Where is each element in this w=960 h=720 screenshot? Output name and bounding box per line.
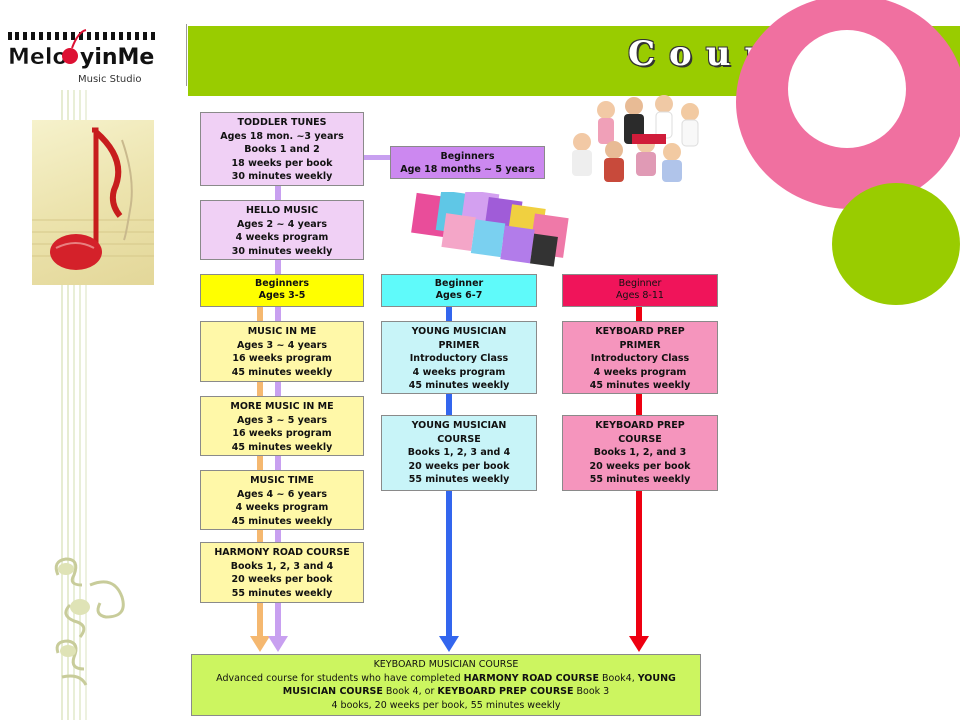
beginners-18m-box: Beginners Age 18 months ~ 5 years [390, 146, 545, 179]
keyboard-primer-line-1: KEYBOARD PREP [595, 326, 685, 337]
keyboard-course-line-3: Books 1, 2, and 3 [593, 447, 687, 458]
swirl-decoration [50, 545, 140, 695]
keyboard-primer-line-4: 4 weeks program [593, 366, 687, 378]
toddler-line-3: Books 1 and 2 [244, 144, 320, 155]
harmony-line-4: 55 minutes weekly [231, 587, 333, 599]
music-time-line-3: 4 weeks program [235, 502, 329, 513]
hello-line-3: 4 weeks program [235, 232, 329, 243]
white-circle-decoration [788, 30, 906, 148]
more-music-line-2: Ages 3 ~ 5 years [236, 414, 328, 426]
keyboard-prep-course-box: KEYBOARD PREP COURSE Books 1, 2, and 3 2… [562, 415, 718, 491]
beginner-8-11-line-2: Ages 8-11 [616, 290, 664, 301]
keyboard-musician-line-3: 4 books, 20 weeks per book, 55 minutes w… [331, 699, 561, 711]
beginners-3-5-line-1: Beginners [254, 278, 310, 289]
keyboard-musician-line-2: MUSICIAN COURSE Book 4, or KEYBOARD PREP… [282, 686, 610, 697]
harmony-line-2: Books 1, 2, 3 and 4 [230, 560, 334, 572]
keyboard-primer-line-2: PRIMER [619, 339, 661, 351]
keyboard-primer-line-5: 45 minutes weekly [589, 380, 691, 391]
hello-line-1: HELLO MUSIC [245, 205, 319, 216]
svg-text:Music Studio: Music Studio [78, 74, 141, 85]
harmony-road-box: HARMONY ROAD COURSE Books 1, 2, 3 and 4 … [200, 542, 364, 603]
beginner-6-7-line-2: Ages 6-7 [435, 290, 483, 301]
keyboard-course-line-4: 20 weeks per book [589, 460, 691, 472]
keyboard-prep-primer-box: KEYBOARD PREP PRIMER Introductory Class … [562, 321, 718, 394]
young-musician-primer-box: YOUNG MUSICIAN PRIMER Introductory Class… [381, 321, 537, 394]
young-primer-line-1: YOUNG MUSICIAN [411, 326, 507, 337]
beginners-18m-line-2: Age 18 months ~ 5 years [400, 164, 535, 175]
music-time-line-4: 45 minutes weekly [231, 515, 333, 527]
young-course-line-5: 55 minutes weekly [408, 474, 510, 485]
hello-music-box: HELLO MUSIC Ages 2 ~ 4 years 4 weeks pro… [200, 200, 364, 260]
red-arrowhead [629, 636, 649, 652]
keyboard-course-line-1: KEYBOARD PREP [595, 420, 685, 431]
more-music-line-3: 16 weeks program [232, 428, 332, 439]
beginners-3-5-header: Beginners Ages 3-5 [200, 274, 364, 307]
harmony-line-1: HARMONY ROAD COURSE [214, 547, 350, 558]
music-in-me-line-1: MUSIC IN ME [247, 326, 317, 337]
toddler-line-1: TODDLER TUNES [237, 117, 327, 128]
more-music-line-1: MORE MUSIC IN ME [230, 401, 334, 412]
music-time-line-1: MUSIC TIME [250, 475, 314, 486]
keyboard-course-line-2: COURSE [618, 433, 662, 445]
logo-divider [186, 24, 187, 86]
svg-text:Melo: Melo [8, 45, 67, 70]
young-course-line-2: COURSE [437, 433, 481, 445]
harmony-line-3: 20 weeks per book [231, 574, 333, 585]
young-primer-line-4: 4 weeks program [412, 366, 506, 378]
young-primer-line-3: Introductory Class [409, 353, 509, 364]
keyboard-primer-line-3: Introductory Class [590, 353, 690, 364]
toddler-tunes-box: TODDLER TUNES Ages 18 mon. ~3 years Book… [200, 112, 364, 186]
beginner-6-7-line-1: Beginner [434, 278, 484, 289]
toddler-line-4: 18 weeks per book [231, 157, 333, 169]
keyboard-musician-course-box: KEYBOARD MUSICIAN COURSE Advanced course… [191, 654, 701, 716]
beginner-8-11-line-1: Beginner [618, 278, 662, 289]
green-circle-decoration [832, 183, 960, 305]
young-primer-line-2: PRIMER [438, 339, 480, 351]
young-primer-line-5: 45 minutes weekly [408, 380, 510, 391]
young-course-line-4: 20 weeks per book [408, 460, 510, 472]
young-musician-course-box: YOUNG MUSICIAN COURSE Books 1, 2, 3 and … [381, 415, 537, 491]
left-arrowheads [250, 636, 288, 652]
lilac-connector [364, 155, 390, 160]
music-time-box: MUSIC TIME Ages 4 ~ 6 years 4 weeks prog… [200, 470, 364, 530]
keyboard-course-line-5: 55 minutes weekly [589, 474, 691, 485]
more-music-line-4: 45 minutes weekly [231, 441, 333, 453]
svg-text:yinMe: yinMe [80, 45, 154, 70]
young-course-line-1: YOUNG MUSICIAN [411, 420, 507, 431]
toddler-line-2: Ages 18 mon. ~3 years [220, 130, 344, 142]
keyboard-musician-line-1: Advanced course for students who have co… [216, 672, 676, 684]
music-in-me-line-2: Ages 3 ~ 4 years [236, 339, 328, 351]
beginner-6-7-header: Beginner Ages 6-7 [381, 274, 537, 307]
music-note-image [32, 120, 154, 285]
beginners-18m-line-1: Beginners [440, 151, 495, 162]
music-time-line-2: Ages 4 ~ 6 years [236, 488, 328, 500]
books-image [404, 189, 584, 270]
music-in-me-line-3: 16 weeks program [232, 353, 332, 364]
beginner-8-11-header: Beginner Ages 8-11 [562, 274, 718, 307]
more-music-in-me-box: MORE MUSIC IN ME Ages 3 ~ 5 years 16 wee… [200, 396, 364, 456]
keyboard-musician-title: KEYBOARD MUSICIAN COURSE [373, 659, 519, 670]
hello-line-4: 30 minutes weekly [231, 245, 333, 257]
music-in-me-box: MUSIC IN ME Ages 3 ~ 4 years 16 weeks pr… [200, 321, 364, 382]
young-course-line-3: Books 1, 2, 3 and 4 [407, 447, 511, 458]
music-in-me-line-4: 45 minutes weekly [231, 366, 333, 378]
blue-arrowhead [439, 636, 459, 652]
beginners-3-5-line-2: Ages 3-5 [258, 290, 306, 301]
toddler-line-5: 30 minutes weekly [231, 171, 333, 182]
hello-line-2: Ages 2 ~ 4 years [236, 218, 328, 230]
children-photo [562, 92, 712, 188]
studio-logo: Melo yinMe Music Studio [6, 24, 166, 90]
